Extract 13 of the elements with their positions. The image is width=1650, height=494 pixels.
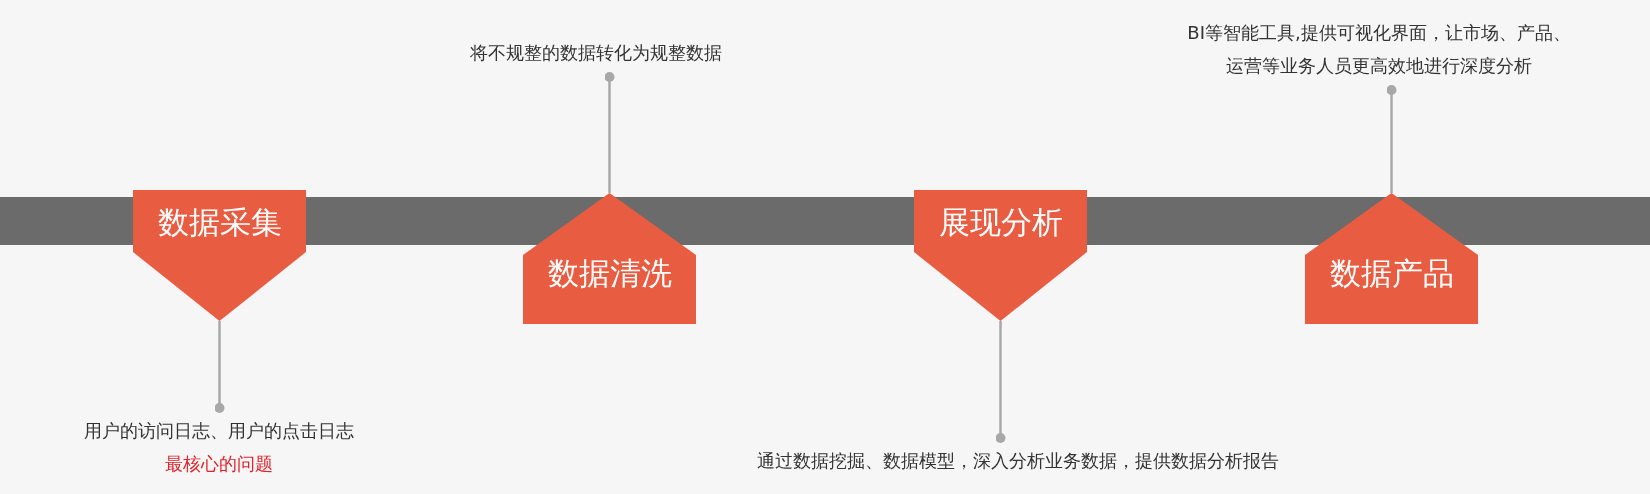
step-title: 展现分析	[937, 204, 1064, 240]
step-title: 数据清洗	[546, 255, 673, 291]
step-title: 数据采集	[156, 204, 283, 240]
leader-line	[604, 72, 615, 193]
leader-line	[1386, 85, 1397, 193]
description-text: 通过数据挖掘、数据模型，深入分析业务数据，提供数据分析报告	[756, 449, 1280, 473]
description-text: BI等智能工具,提供可视化界面，让市场、产品、运营等业务人员更高效地进行深度分析	[1186, 21, 1572, 78]
highlight-note: 最核心的问题	[164, 452, 274, 476]
step-title: 数据产品	[1328, 255, 1455, 291]
leader-line	[995, 321, 1006, 443]
leader-line	[214, 321, 225, 413]
description-text: 将不规整的数据转化为规整数据	[469, 41, 723, 65]
description-text: 用户的访问日志、用户的点击日志	[83, 419, 355, 443]
